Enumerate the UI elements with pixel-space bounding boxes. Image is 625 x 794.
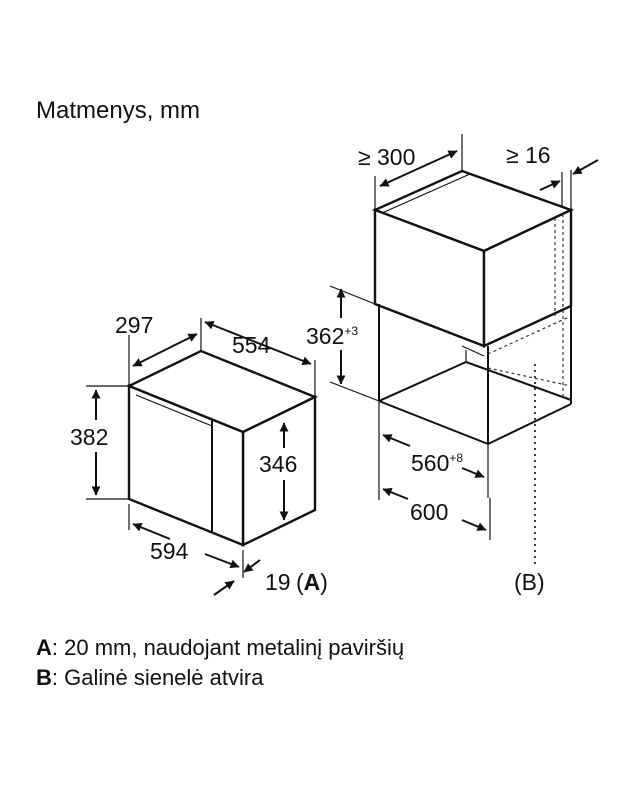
dim-label-600: 600: [410, 499, 448, 525]
dim-label-16: ≥ 16: [506, 142, 551, 168]
dim-297: 297: [115, 312, 202, 386]
dim-362-tol: +3: [344, 324, 358, 338]
dim-19: 19 (A): [213, 559, 328, 596]
appliance-drawing: [126, 349, 318, 547]
dim-label-300: ≥ 300: [358, 144, 415, 170]
dim-label-346: 346: [259, 451, 297, 477]
label-a-letter: A: [304, 569, 321, 595]
dim-300: ≥ 300: [358, 134, 463, 210]
label-b: (B): [514, 569, 545, 595]
note-a-key: A: [36, 635, 52, 660]
diagram-title: Matmenys, mm: [36, 97, 201, 124]
dim-label-560: 560+8: [411, 450, 463, 476]
notes-block: A: 20 mm, naudojant metalinį paviršių B:…: [36, 633, 404, 693]
note-b: B: Galinė sienelė atvira: [36, 663, 404, 693]
niche-bottom-left: [378, 361, 467, 402]
note-a: A: 20 mm, naudojant metalinį paviršių: [36, 633, 404, 663]
dim-560-value: 560: [411, 450, 449, 476]
dim-382: 382: [70, 385, 129, 500]
dim-label-19: 19: [265, 569, 291, 595]
appliance-front-face: [127, 384, 245, 547]
label-b-group: (B): [514, 364, 545, 595]
dim-560-tol: +8: [449, 451, 463, 465]
label-a-open: (: [296, 569, 304, 595]
dim-label-594: 594: [150, 538, 189, 564]
label-a-close: ): [320, 569, 328, 595]
dim-560: 560+8: [378, 401, 489, 498]
dim-600: 600: [378, 455, 491, 540]
label-a: (A): [296, 569, 328, 595]
niche-bottom-back: [465, 361, 572, 401]
dim-362: 362+3: [306, 285, 380, 402]
niche-bottom-front: [378, 400, 489, 445]
dim-16: ≥ 16: [506, 142, 599, 210]
dim-346: 346: [259, 422, 297, 521]
note-a-text: : 20 mm, naudojant metalinį paviršių: [51, 635, 405, 660]
note-b-key: B: [36, 665, 52, 690]
appliance-door-edge: [135, 394, 213, 530]
cabinet-drawing: [371, 169, 575, 445]
dim-label-554: 554: [232, 332, 271, 358]
dim-554: 554: [204, 320, 316, 397]
dim-label-382: 382: [70, 424, 108, 450]
note-b-text: : Galinė sienelė atvira: [51, 665, 264, 690]
dim-label-362: 362+3: [306, 323, 358, 349]
hidden-edge-2: [487, 367, 572, 387]
dim-362-value: 362: [306, 323, 344, 349]
niche-bottom-right: [487, 403, 572, 445]
dim-594: 594: [128, 504, 244, 578]
dim-label-297: 297: [115, 312, 153, 338]
